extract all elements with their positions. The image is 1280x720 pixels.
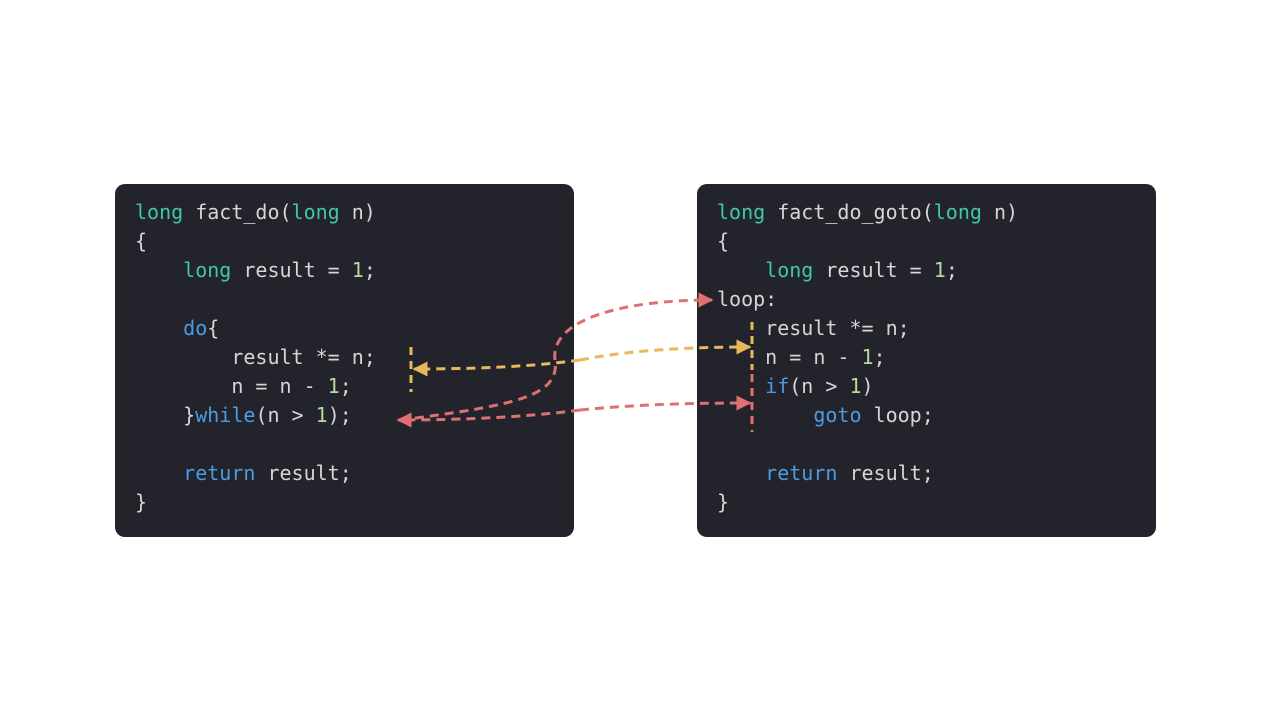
control-keyword: do (183, 316, 208, 340)
code-text: { (135, 229, 148, 253)
control-keyword: if (765, 374, 790, 398)
type-keyword: long (183, 258, 232, 282)
code-text: ; (945, 258, 958, 282)
left-code-line-6: result *= n; (135, 343, 376, 372)
code-text: n) (339, 200, 376, 224)
code-text: fact_do_goto( (765, 200, 934, 224)
left-code-line-10: return result; (135, 459, 352, 488)
code-text: n = n - (135, 374, 328, 398)
control-keyword: while (195, 403, 256, 427)
left-code-line-1: long fact_do(long n) (135, 198, 376, 227)
code-text: ) (861, 374, 874, 398)
control-keyword: return (765, 461, 838, 485)
code-text: loop; (861, 403, 934, 427)
right-code-line-10: return result; (717, 459, 934, 488)
code-text: result *= n; (135, 345, 376, 369)
type-keyword: long (291, 200, 340, 224)
number-literal: 1 (327, 374, 340, 398)
code-text: } (135, 403, 196, 427)
code-text: ); (327, 403, 352, 427)
right-code-line-7: if(n > 1) (717, 372, 874, 401)
code-text: n = n - (717, 345, 862, 369)
code-text: ; (363, 258, 376, 282)
code-text (135, 316, 183, 340)
code-text: result; (837, 461, 934, 485)
type-keyword: long (717, 200, 766, 224)
right-code-line-8: goto loop; (717, 401, 934, 430)
right-code-line-6: n = n - 1; (717, 343, 886, 372)
number-literal: 1 (861, 345, 874, 369)
code-text (717, 461, 765, 485)
type-keyword: long (135, 200, 184, 224)
code-text: result *= n; (717, 316, 910, 340)
code-text (135, 258, 183, 282)
right-code-line-11: } (717, 488, 729, 517)
code-text: result = (231, 258, 352, 282)
control-keyword: return (183, 461, 256, 485)
number-literal: 1 (315, 403, 328, 427)
code-text: (n > (255, 403, 316, 427)
type-keyword: long (765, 258, 814, 282)
code-text: loop: (717, 287, 778, 311)
left-code-line-2: { (135, 227, 147, 256)
code-text: ; (873, 345, 886, 369)
number-literal: 1 (849, 374, 862, 398)
left-code-panel: long fact_do(long n){ long result = 1; d… (115, 184, 574, 537)
number-literal: 1 (351, 258, 364, 282)
right-code-line-1: long fact_do_goto(long n) (717, 198, 1018, 227)
code-text: n) (981, 200, 1019, 224)
left-code-line-8: }while(n > 1); (135, 401, 352, 430)
code-text (717, 374, 765, 398)
right-code-line-5: result *= n; (717, 314, 910, 343)
code-text: fact_do( (183, 200, 292, 224)
code-text: { (717, 229, 730, 253)
left-code-line-11: } (135, 488, 147, 517)
left-code-line-7: n = n - 1; (135, 372, 352, 401)
code-text: result; (255, 461, 352, 485)
code-text: } (717, 490, 730, 514)
right-code-panel: long fact_do_goto(long n){ long result =… (697, 184, 1156, 537)
number-literal: 1 (933, 258, 946, 282)
code-text: } (135, 490, 148, 514)
code-text: (n > (789, 374, 850, 398)
code-text (717, 258, 765, 282)
control-keyword: goto (813, 403, 862, 427)
right-code-line-3: long result = 1; (717, 256, 958, 285)
code-text (135, 461, 183, 485)
code-text: ; (339, 374, 352, 398)
right-code-line-4: loop: (717, 285, 777, 314)
left-code-line-5: do{ (135, 314, 219, 343)
code-text: { (207, 316, 220, 340)
right-code-line-2: { (717, 227, 729, 256)
type-keyword: long (933, 200, 982, 224)
code-text: result = (813, 258, 934, 282)
left-code-line-3: long result = 1; (135, 256, 376, 285)
code-text (717, 403, 813, 427)
